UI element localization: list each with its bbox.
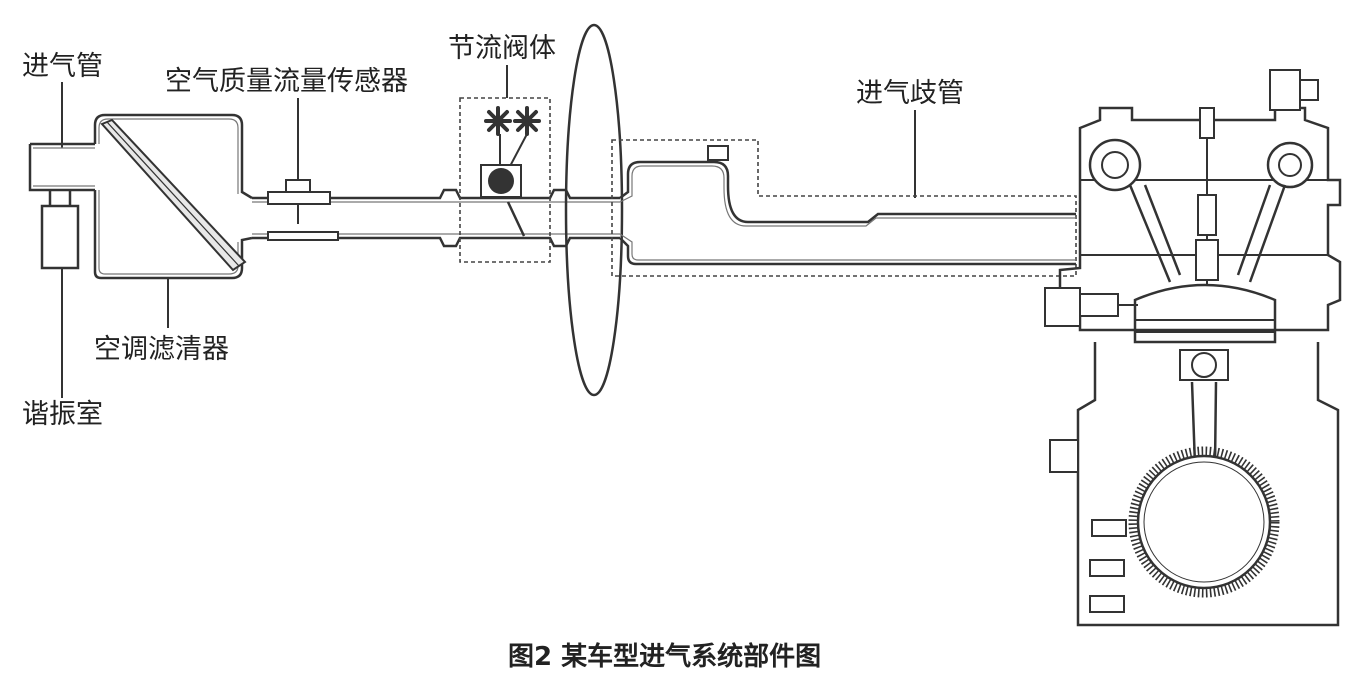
spark-icon-right	[513, 106, 541, 136]
exhaust-valve	[1236, 184, 1287, 283]
block-port-1	[1091, 519, 1127, 537]
fuel-injector	[1269, 69, 1301, 111]
resonator-chamber	[40, 190, 80, 270]
piston	[1133, 283, 1277, 344]
spark-icon-left	[484, 106, 512, 136]
label-throttle-body: 节流阀体	[448, 33, 556, 64]
label-mass-air-flow-sensor: 空气质量流量传感器	[165, 66, 408, 97]
air-filter-housing	[93, 113, 253, 280]
throttle-body	[459, 97, 551, 263]
manifold-sensor	[707, 145, 729, 161]
spark-plug	[1195, 107, 1219, 285]
throttle-position-sensor	[488, 168, 514, 194]
intake-pipe-inlet	[28, 142, 95, 192]
block-port-3	[1089, 595, 1125, 613]
crank-wheel-teeth	[1128, 446, 1280, 598]
side-sensor	[1044, 287, 1081, 327]
label-resonator: 谐振室	[22, 399, 103, 430]
engine-block	[1044, 69, 1342, 627]
separation-ellipse	[564, 23, 624, 397]
figure-caption: 图2 某车型进气系统部件图	[508, 641, 821, 672]
label-air-filter: 空调滤清器	[94, 334, 229, 365]
crank-trigger-wheel	[1136, 454, 1272, 590]
wrist-pin	[1191, 352, 1217, 378]
label-intake-manifold: 进气歧管	[856, 78, 964, 109]
intake-valve	[1128, 184, 1182, 283]
mass-air-flow-sensor	[267, 179, 339, 241]
label-intake-pipe: 进气管	[22, 51, 103, 82]
block-port-2	[1089, 559, 1125, 577]
intake-manifold	[611, 139, 1077, 277]
throttle-plate	[506, 201, 526, 237]
block-plug	[1049, 439, 1079, 473]
